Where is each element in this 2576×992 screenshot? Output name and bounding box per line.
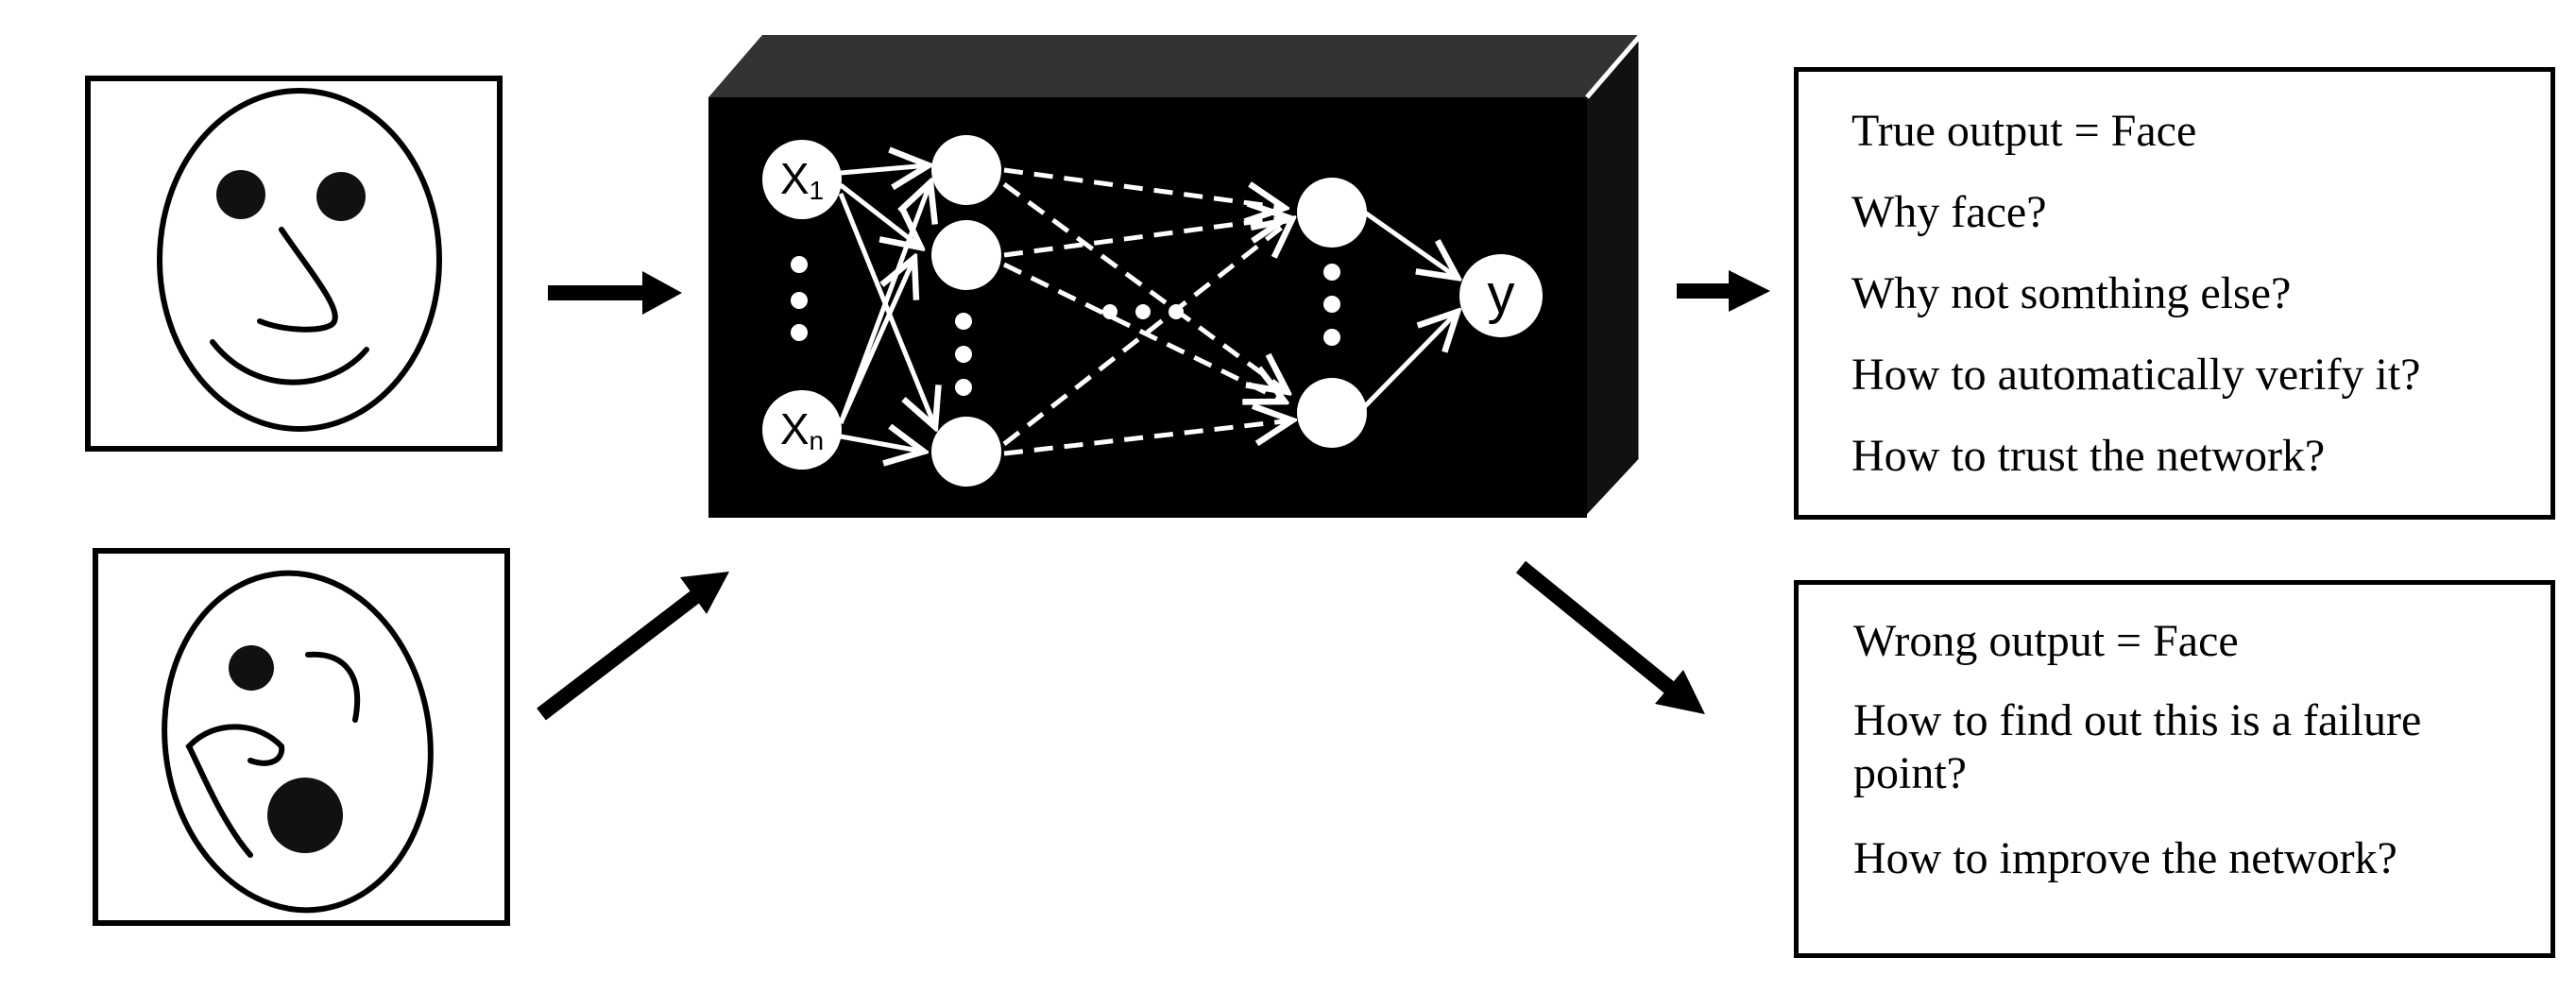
face-image-correct: [85, 76, 503, 452]
flow-arrows: [537, 270, 1770, 721]
face-frame-correct: [85, 76, 503, 452]
face-frame-distorted: [93, 548, 510, 926]
hidden1-node-3: [931, 417, 1001, 487]
input-node-last: [762, 390, 842, 470]
question-line: How to automatically verify it?: [1851, 350, 2421, 400]
smile-icon: [210, 339, 369, 385]
hidden2-node-1: [1297, 178, 1367, 248]
hidden1-node-1: [931, 135, 1001, 205]
arrow-face1-to-network: [548, 271, 682, 315]
face-outline-icon: [162, 570, 434, 914]
nose-icon: [257, 227, 338, 333]
question-line: How to find out this is a failure point?: [1853, 695, 2422, 798]
output-connections: [1363, 210, 1458, 408]
brow-icon: [305, 651, 361, 723]
arrow-network-to-true-box: [1677, 270, 1770, 312]
eye-icon: [229, 645, 274, 691]
wrong-output-line: Wrong output = Face: [1853, 616, 2239, 666]
question-line: How to improve the network?: [1853, 833, 2397, 883]
hidden-connections: [1002, 167, 1292, 456]
hidden1-node-2: [931, 220, 1001, 290]
left-eye-icon: [216, 170, 265, 219]
black-box-edge: [1585, 28, 1644, 520]
right-eye-icon: [316, 172, 366, 221]
black-box-top-face: [708, 35, 1641, 97]
wrong-output-question-box: Wrong output = Face How to find out this…: [1794, 580, 2555, 958]
ellipsis-dots-icon: [791, 256, 1340, 396]
black-box-side-face: [1587, 35, 1641, 518]
question-line: Why face?: [1851, 187, 2047, 237]
question-line: Why not somthing else?: [1851, 268, 2292, 318]
true-output-question-box: True output = Face Why face? Why not som…: [1794, 67, 2555, 520]
input-last-label: Xn: [780, 404, 824, 455]
output-label: y: [1488, 264, 1515, 325]
twisted-mouth-icon: [185, 724, 285, 858]
hidden2-node-2: [1297, 378, 1367, 448]
true-output-line: True output = Face: [1851, 106, 2197, 156]
face-outline-icon: [157, 88, 442, 432]
input-connections: [838, 165, 935, 452]
arrow-face2-to-network: [537, 572, 729, 721]
input-first-label: X1: [780, 154, 824, 205]
input-node-first: [762, 140, 842, 219]
black-box-network: X1 Xn y: [708, 28, 1644, 520]
arrow-network-to-wrong-box: [1515, 560, 1705, 714]
misplaced-eye-icon: [267, 778, 343, 853]
face-image-distorted: [93, 548, 510, 926]
output-node: [1459, 254, 1543, 337]
question-line: How to trust the network?: [1851, 431, 2326, 481]
